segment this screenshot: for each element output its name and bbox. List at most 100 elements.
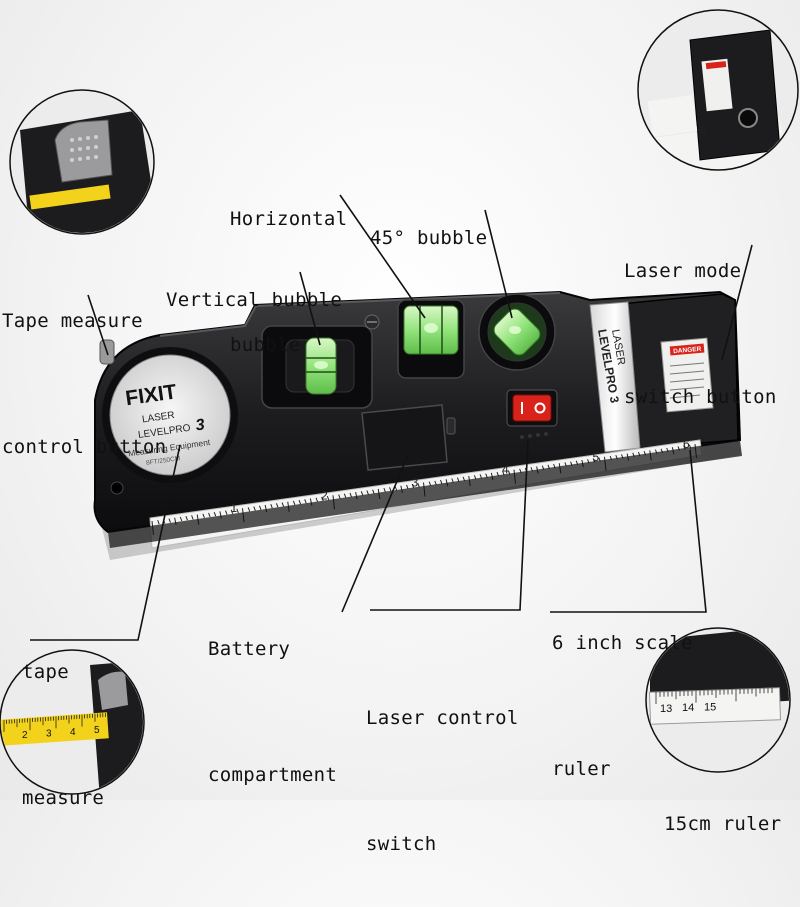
horizontal-bubble-window xyxy=(397,299,465,379)
ruler-tick xyxy=(343,493,347,498)
label-scale-ruler-line1: 6 inch scale xyxy=(552,632,693,654)
ruler-tick xyxy=(366,490,369,495)
danger-sticker: DANGER xyxy=(660,337,714,413)
leader-tape-measure xyxy=(30,444,181,641)
leader-45-bubble xyxy=(484,209,513,319)
ruler-tick xyxy=(168,518,171,523)
laser-control-switch[interactable] xyxy=(506,389,558,427)
leader-battery xyxy=(341,454,409,613)
leader-laser-control xyxy=(370,439,529,611)
ruler-tick xyxy=(259,505,262,510)
tape-housing-label: FIXIT LASER LEVELPRO 3 Measuring Equipme… xyxy=(102,347,238,483)
label-vertical-bubble-text: Vertical bubble xyxy=(166,289,343,311)
label-laser-control: Laser control switch xyxy=(366,613,519,907)
tape-tick-labels: 2 3 4 5 xyxy=(22,725,100,741)
ruler-tick xyxy=(321,496,324,502)
tape-ticks xyxy=(3,712,106,732)
vent-dots xyxy=(520,432,548,439)
tape-spec-text: 8FT/250CM xyxy=(146,455,181,467)
ruler-tick xyxy=(406,484,409,490)
ruler-tick xyxy=(213,512,217,517)
ruler-tick-label: 3 xyxy=(412,476,419,490)
ruler-tick xyxy=(338,494,341,499)
ruler-tick xyxy=(179,516,183,522)
ruler-tick xyxy=(208,512,211,518)
label-45-bubble: 45° bubble xyxy=(370,178,487,274)
ruler-tick xyxy=(275,503,279,508)
label-15cm-ruler-text: 15cm ruler xyxy=(664,813,782,835)
ruler-tick-label: 5 xyxy=(593,450,600,464)
leader-vertical-bubble xyxy=(299,271,321,346)
ruler-tick xyxy=(225,510,228,515)
ruler-tick xyxy=(383,487,386,493)
main-ruler-ticks xyxy=(151,443,697,536)
ruler-tick xyxy=(434,480,437,486)
label-laser-mode-line2: switch button xyxy=(624,386,777,408)
label-tape-control-line1: Tape measure xyxy=(2,310,143,332)
label-tape-control: Tape measure control button xyxy=(2,216,166,510)
label-scale-ruler-line2: ruler xyxy=(552,758,611,780)
small-ruler-ticks xyxy=(655,687,773,704)
ruler-tick xyxy=(411,483,415,489)
ruler-tick xyxy=(191,515,194,520)
ruler-tick xyxy=(389,487,392,492)
ruler-tick xyxy=(247,507,251,512)
ruler-tick xyxy=(270,503,273,509)
small-ruler-tick-label: 14 xyxy=(682,702,694,714)
label-scale-ruler: 6 inch scale ruler xyxy=(552,538,693,832)
label-laser-mode: Laser mode switch button xyxy=(624,166,777,460)
ruler-tick xyxy=(292,500,296,506)
ruler-tick xyxy=(372,489,375,494)
label-15cm-ruler: 15cm ruler xyxy=(664,764,781,860)
leader-tape-control xyxy=(87,294,109,356)
inset-tape-control xyxy=(9,89,155,235)
label-horizontal-bubble: Horizontal bubble xyxy=(230,114,347,408)
ruler-tick xyxy=(428,481,432,486)
label-battery-line2: compartment xyxy=(208,764,338,786)
tape-tick-label: 3 xyxy=(46,728,52,739)
label-vertical-bubble: Vertical bubble xyxy=(166,240,342,336)
ruler-tick-label: 1 xyxy=(231,501,238,515)
ruler-tick xyxy=(281,502,285,507)
label-tape-measure: tape measure xyxy=(22,567,104,861)
model-number: 3 xyxy=(195,416,206,434)
laser-level-diagram: LASER LEVELPRO 3 DANGER FIXIT LASER LEVE… xyxy=(0,9,799,795)
ruler-tick xyxy=(417,483,420,488)
label-tape-control-line2: control button xyxy=(2,436,167,458)
danger-text: DANGER xyxy=(673,346,702,355)
laser-level-device: LASER LEVELPRO 3 DANGER FIXIT LASER LEVE… xyxy=(93,290,742,560)
svg-text:6: 6 xyxy=(700,125,706,136)
tape-tick-label: 5 xyxy=(94,725,100,736)
small-ruler-tick-label: 15 xyxy=(704,701,716,713)
inset-laser-module: 6 xyxy=(637,9,799,171)
vertical-bubble-window xyxy=(261,325,373,409)
label-45-bubble-text: 45° bubble xyxy=(370,227,488,249)
ruler-tick xyxy=(253,506,256,511)
label-laser-mode-line1: Laser mode xyxy=(624,260,742,282)
main-ruler-tick-labels: 1 2 3 4 5 6 xyxy=(231,437,691,515)
ruler-tick-label: 2 xyxy=(321,488,328,502)
label-tape-measure-line2: measure xyxy=(22,787,105,809)
side-steel-band xyxy=(589,301,641,453)
label-laser-control-line2: switch xyxy=(366,833,437,855)
tape-tick-label: 4 xyxy=(70,727,76,738)
ruler-tick xyxy=(394,486,398,491)
ruler-tick xyxy=(298,499,302,505)
ruler-tick-label: 4 xyxy=(502,463,509,477)
battery-compartment[interactable] xyxy=(361,404,448,471)
model-line1: LASER xyxy=(141,410,175,425)
label-battery: Battery compartment xyxy=(208,544,337,838)
lanyard-hole xyxy=(110,481,124,495)
ruler-tick xyxy=(202,513,205,518)
label-horizontal-bubble-line2: bubble xyxy=(230,334,301,356)
ruler-tick xyxy=(236,508,239,514)
callout-lines xyxy=(30,194,753,641)
ruler-tick xyxy=(349,492,352,498)
leader-laser-mode xyxy=(721,244,753,361)
ruler-tick-label: 6 xyxy=(683,437,690,451)
tape-tick-label: 2 xyxy=(22,730,28,741)
bubble-45-window xyxy=(478,293,556,371)
leader-horizontal-bubble xyxy=(339,194,426,319)
